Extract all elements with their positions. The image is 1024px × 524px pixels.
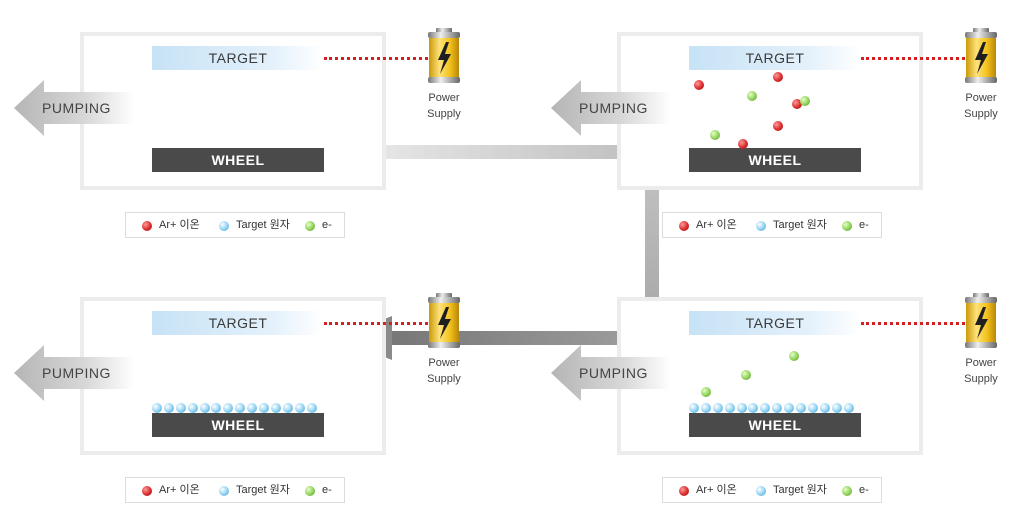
legend: Ar+ 이온 Target 원자 e- xyxy=(662,477,882,503)
target-plate: TARGET xyxy=(689,311,861,335)
legend-label-target: Target 원자 xyxy=(236,219,290,231)
legend: Ar+ 이온 Target 원자 e- xyxy=(662,212,882,238)
pumping-arrow-icon xyxy=(551,80,671,136)
legend-label-ar: Ar+ 이온 xyxy=(159,484,200,496)
ar-ion-legend-dot xyxy=(142,486,152,496)
electron xyxy=(701,387,711,397)
electron-legend-dot xyxy=(842,486,852,496)
power-supply-line2: Supply xyxy=(964,108,998,120)
electron-legend-dot xyxy=(842,221,852,231)
pumping-arrow: PUMPING xyxy=(14,80,134,136)
power-supply-line2: Supply xyxy=(964,373,998,385)
legend-label-ar: Ar+ 이온 xyxy=(696,484,737,496)
pumping-arrow: PUMPING xyxy=(14,345,134,401)
lightning-bolt-icon xyxy=(438,307,451,339)
power-supply-label: Power Supply xyxy=(414,355,474,387)
pumping-arrow-icon xyxy=(14,80,134,136)
ar-ion xyxy=(792,99,802,109)
battery-icon xyxy=(426,293,462,349)
pumping-label: PUMPING xyxy=(579,100,648,116)
power-supply-label: Power Supply xyxy=(951,90,1011,122)
deposited-target-atoms xyxy=(152,403,318,413)
power-supply-label: Power Supply xyxy=(414,90,474,122)
lightning-bolt-icon xyxy=(438,42,451,74)
target-plate: TARGET xyxy=(152,46,324,70)
power-supply-line1: Power xyxy=(428,357,460,369)
target-atom-legend-dot xyxy=(756,221,766,231)
ar-ion-legend-dot xyxy=(142,221,152,231)
pumping-label: PUMPING xyxy=(42,100,111,116)
legend-label-target: Target 원자 xyxy=(773,484,827,496)
ar-ion xyxy=(773,121,783,131)
wheel: WHEEL xyxy=(689,413,861,437)
legend-label-electron: e- xyxy=(322,219,332,231)
electron-legend-dot xyxy=(305,221,315,231)
pumping-label: PUMPING xyxy=(579,365,648,381)
target-atom-legend-dot xyxy=(219,221,229,231)
lightning-bolt-icon xyxy=(975,307,988,339)
power-supply-line1: Power xyxy=(965,92,997,104)
legend-label-target: Target 원자 xyxy=(773,219,827,231)
ar-ion-legend-dot xyxy=(679,486,689,496)
power-supply-line1: Power xyxy=(965,357,997,369)
legend-label-target: Target 원자 xyxy=(236,484,290,496)
ar-ion-legend-dot xyxy=(679,221,689,231)
pumping-arrow: PUMPING xyxy=(551,80,671,136)
deposited-target-atoms xyxy=(689,403,855,413)
legend: Ar+ 이온 Target 원자 e- xyxy=(125,477,345,503)
pumping-label: PUMPING xyxy=(42,365,111,381)
target-atom-legend-dot xyxy=(219,486,229,496)
power-line xyxy=(861,322,965,325)
electron xyxy=(789,351,799,361)
legend-label-ar: Ar+ 이온 xyxy=(159,219,200,231)
legend-label-electron: e- xyxy=(322,484,332,496)
target-atom-legend-dot xyxy=(756,486,766,496)
power-supply-line2: Supply xyxy=(427,373,461,385)
wheel: WHEEL xyxy=(152,413,324,437)
electron-legend-dot xyxy=(305,486,315,496)
wheel: WHEEL xyxy=(689,148,861,172)
electron xyxy=(800,96,810,106)
power-supply-label: Power Supply xyxy=(951,355,1011,387)
ar-ion xyxy=(738,139,748,149)
wheel: WHEEL xyxy=(152,148,324,172)
target-plate: TARGET xyxy=(689,46,861,70)
ar-ion xyxy=(694,80,704,90)
power-line xyxy=(324,322,428,325)
pumping-arrow-icon xyxy=(14,345,134,401)
ar-ion xyxy=(773,72,783,82)
power-line xyxy=(324,57,428,60)
legend-label-electron: e- xyxy=(859,484,869,496)
battery-icon xyxy=(426,28,462,84)
electron xyxy=(741,370,751,380)
electron xyxy=(710,130,720,140)
power-supply-line1: Power xyxy=(428,92,460,104)
electron xyxy=(747,91,757,101)
pumping-arrow-icon xyxy=(551,345,671,401)
legend-label-ar: Ar+ 이온 xyxy=(696,219,737,231)
legend-label-electron: e- xyxy=(859,219,869,231)
power-line xyxy=(861,57,965,60)
battery-icon xyxy=(963,28,999,84)
battery-icon xyxy=(963,293,999,349)
legend: Ar+ 이온 Target 원자 e- xyxy=(125,212,345,238)
pumping-arrow: PUMPING xyxy=(551,345,671,401)
target-plate: TARGET xyxy=(152,311,324,335)
lightning-bolt-icon xyxy=(975,42,988,74)
power-supply-line2: Supply xyxy=(427,108,461,120)
